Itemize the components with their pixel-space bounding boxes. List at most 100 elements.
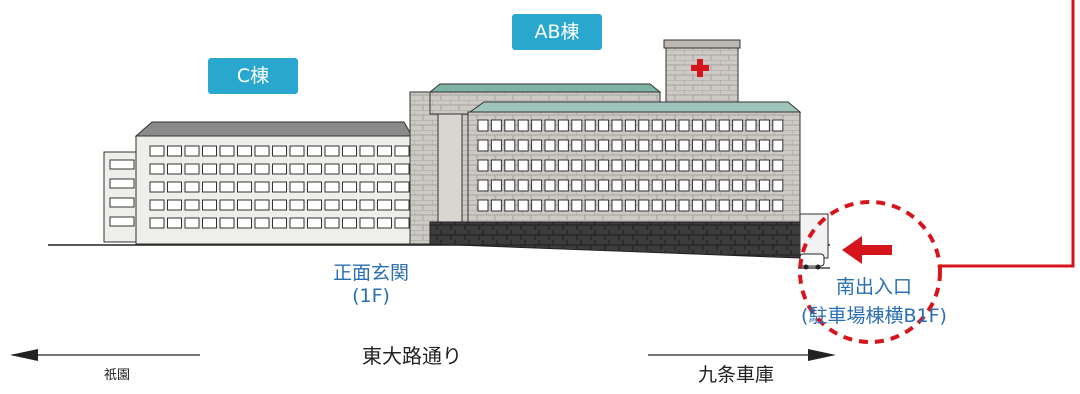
window xyxy=(745,199,757,212)
south-entrance-highlight xyxy=(798,200,942,344)
window xyxy=(307,145,322,157)
window xyxy=(359,199,375,211)
window xyxy=(394,181,410,193)
window xyxy=(517,119,529,132)
window xyxy=(342,163,357,175)
window xyxy=(289,217,305,229)
window xyxy=(571,159,583,172)
window xyxy=(691,199,703,212)
window xyxy=(394,217,410,229)
window xyxy=(167,217,182,229)
window xyxy=(307,199,322,211)
main-entrance-floor: (1F) xyxy=(352,284,390,307)
window xyxy=(490,139,502,152)
window xyxy=(611,179,623,192)
window xyxy=(638,199,650,212)
window xyxy=(705,139,717,152)
window xyxy=(557,199,569,212)
window xyxy=(678,199,690,212)
window xyxy=(584,179,596,192)
route-line xyxy=(940,0,1075,268)
window xyxy=(377,163,392,175)
window xyxy=(504,159,516,172)
window xyxy=(531,199,543,212)
window xyxy=(557,179,569,192)
window xyxy=(272,217,287,229)
window xyxy=(745,139,757,152)
window xyxy=(598,119,610,132)
window xyxy=(324,181,340,193)
window xyxy=(718,139,730,152)
ab-building-badge: AB棟 xyxy=(512,14,602,50)
window xyxy=(359,145,375,157)
window xyxy=(531,139,543,152)
window xyxy=(745,159,757,172)
window xyxy=(665,119,677,132)
window xyxy=(504,139,516,152)
window xyxy=(531,119,543,132)
window xyxy=(109,159,135,170)
window xyxy=(758,199,770,212)
window xyxy=(359,217,375,229)
window xyxy=(611,119,623,132)
window xyxy=(184,163,200,175)
window xyxy=(705,199,717,212)
window xyxy=(678,159,690,172)
window xyxy=(651,199,663,212)
window xyxy=(517,139,529,152)
window xyxy=(377,217,392,229)
window xyxy=(109,216,135,227)
window xyxy=(490,179,502,192)
window xyxy=(307,163,322,175)
window xyxy=(611,159,623,172)
window xyxy=(584,119,596,132)
window xyxy=(624,199,636,212)
window xyxy=(184,217,200,229)
window xyxy=(624,139,636,152)
window xyxy=(544,159,556,172)
ab-building-windows xyxy=(477,119,784,212)
window xyxy=(624,179,636,192)
window xyxy=(307,181,322,193)
window xyxy=(202,181,217,193)
ab-building-shape xyxy=(409,39,829,259)
window xyxy=(359,181,375,193)
window xyxy=(557,139,569,152)
c-building-shape xyxy=(103,121,413,245)
window xyxy=(477,139,489,152)
window xyxy=(167,163,182,175)
window xyxy=(504,179,516,192)
window xyxy=(571,119,583,132)
window xyxy=(272,163,287,175)
window xyxy=(219,145,235,157)
c-building-badge: C棟 xyxy=(208,58,298,94)
south-entrance-label: 南出入口 (駐車場棟横B1F) xyxy=(764,276,984,328)
window xyxy=(638,179,650,192)
street-name: 東大路通り xyxy=(362,344,462,368)
window xyxy=(289,145,305,157)
window xyxy=(254,181,270,193)
window xyxy=(678,119,690,132)
window xyxy=(307,217,322,229)
window xyxy=(732,179,744,192)
window xyxy=(219,217,235,229)
window xyxy=(377,199,392,211)
window xyxy=(490,119,502,132)
window xyxy=(571,199,583,212)
window xyxy=(705,179,717,192)
window xyxy=(651,139,663,152)
left-direction-arrow xyxy=(10,349,200,361)
left-direction-label: 祇園 xyxy=(104,368,131,383)
window xyxy=(745,179,757,192)
window xyxy=(571,139,583,152)
window xyxy=(651,159,663,172)
window xyxy=(732,119,744,132)
window xyxy=(772,159,784,172)
window xyxy=(705,119,717,132)
window xyxy=(254,145,270,157)
window xyxy=(758,119,770,132)
window xyxy=(557,119,569,132)
window xyxy=(219,199,235,211)
window xyxy=(342,181,357,193)
